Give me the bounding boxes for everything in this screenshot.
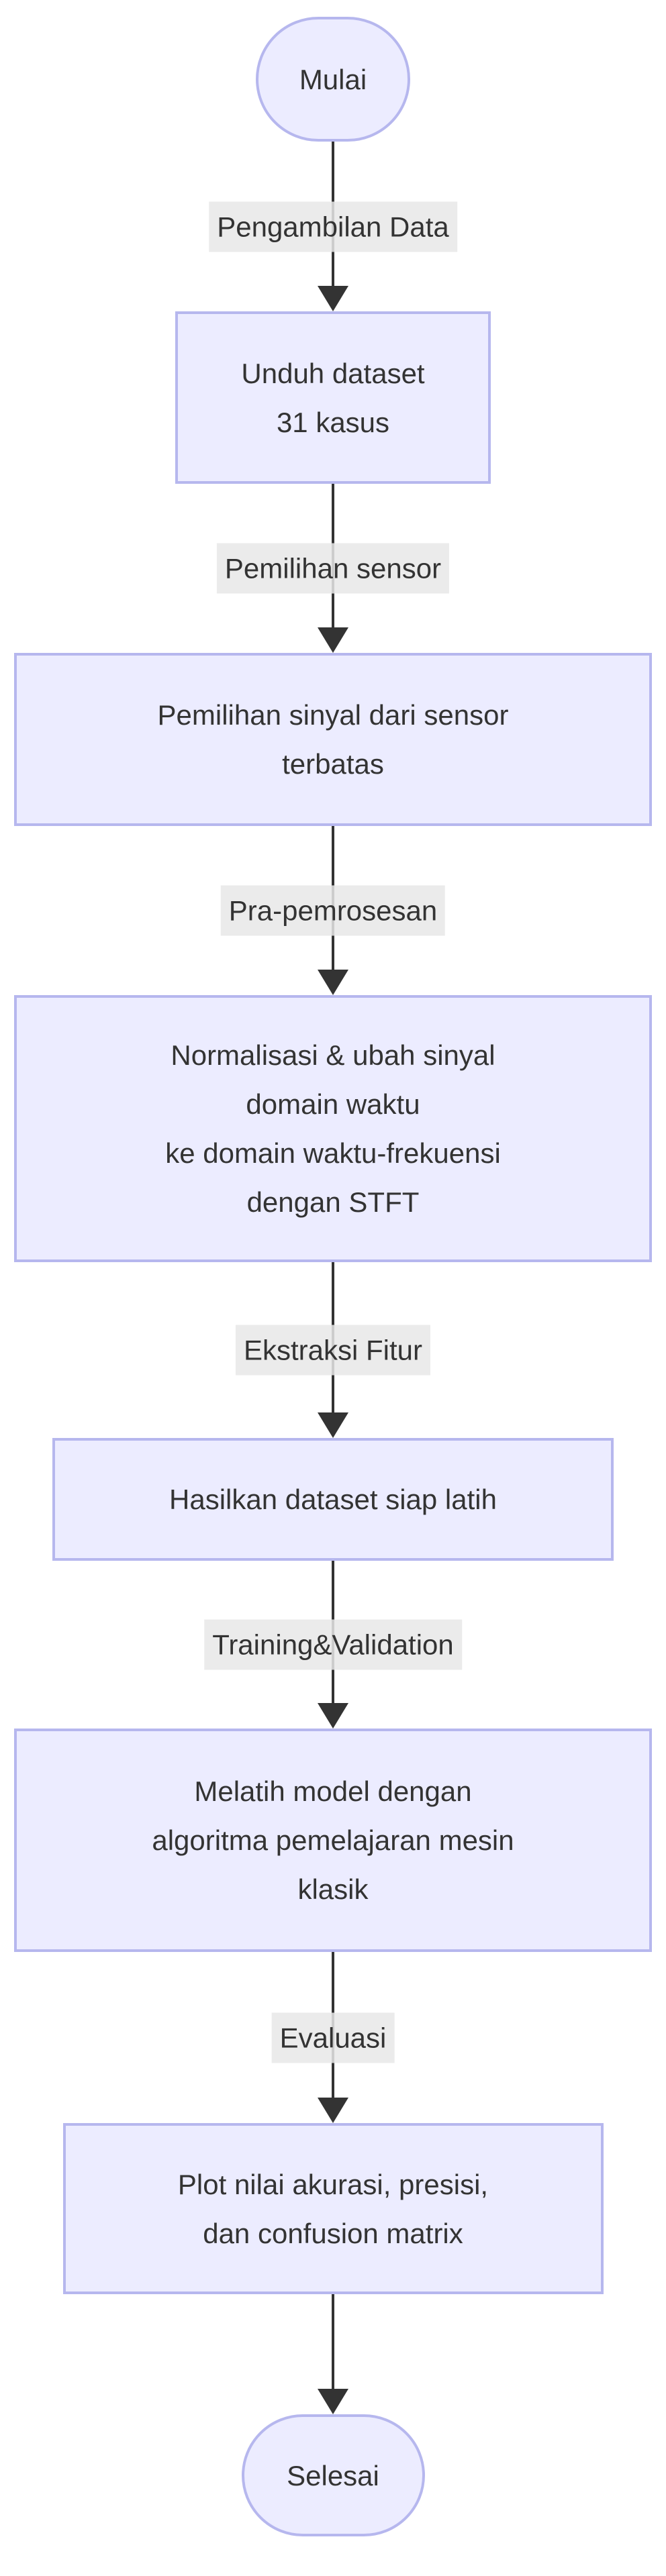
process-node-label: Pemilihan sinyal dari sensor terbatas — [157, 699, 509, 780]
arrowhead-down-icon — [318, 627, 348, 653]
process-node-melatih-model: Melatih model dengan algoritma pemelajar… — [14, 1729, 652, 1952]
edge-label-pengambilan-data: Pengambilan Data — [209, 201, 457, 252]
edge-to-end — [0, 2294, 666, 2414]
process-node-label: Melatih model dengan algoritma pemelajar… — [152, 1775, 514, 1905]
process-node-hasilkan-dataset: Hasilkan dataset siap latih — [52, 1438, 614, 1561]
edge-label-training-validation: Training&Validation — [204, 1619, 462, 1670]
arrowhead-down-icon — [318, 1412, 348, 1438]
edge-label-ekstraksi-fitur: Ekstraksi Fitur — [235, 1325, 431, 1376]
arrowhead-down-icon — [318, 286, 348, 311]
arrowhead-down-icon — [318, 2098, 348, 2123]
edge-label-pra-pemrosesan: Pra-pemrosesan — [220, 885, 446, 936]
process-node-pemilihan-sinyal: Pemilihan sinyal dari sensor terbatas — [14, 653, 652, 826]
process-node-unduh-dataset: Unduh dataset 31 kasus — [175, 311, 491, 484]
process-node-label: Plot nilai akurasi, presisi, dan confusi… — [177, 2168, 489, 2249]
edge-ekstraksi-fitur: Ekstraksi Fitur — [0, 1262, 666, 1438]
arrowhead-down-icon — [318, 2389, 348, 2414]
end-node-label: Selesai — [287, 2459, 379, 2491]
process-node-normalisasi-stft: Normalisasi & ubah sinyal domain waktu k… — [14, 995, 652, 1262]
arrowhead-down-icon — [318, 970, 348, 995]
edge-line — [332, 2294, 334, 2412]
edge-pemilihan-sensor: Pemilihan sensor — [0, 484, 666, 653]
end-node: Selesai — [241, 2414, 425, 2536]
start-node-label: Mulai — [299, 63, 367, 95]
edge-evaluasi: Evaluasi — [0, 1952, 666, 2123]
process-node-label: Normalisasi & ubah sinyal domain waktu k… — [165, 1039, 501, 1218]
edge-pengambilan-data: Pengambilan Data — [0, 142, 666, 311]
edge-training-validation: Training&Validation — [0, 1561, 666, 1729]
start-node: Mulai — [256, 17, 410, 142]
edge-label-evaluasi: Evaluasi — [271, 2012, 395, 2063]
edge-pra-pemrosesan: Pra-pemrosesan — [0, 826, 666, 995]
process-node-label: Unduh dataset 31 kasus — [241, 357, 425, 438]
edge-label-pemilihan-sensor: Pemilihan sensor — [216, 543, 450, 594]
process-node-plot-hasil: Plot nilai akurasi, presisi, dan confusi… — [62, 2123, 604, 2294]
process-node-label: Hasilkan dataset siap latih — [169, 1484, 497, 1515]
arrowhead-down-icon — [318, 1703, 348, 1729]
